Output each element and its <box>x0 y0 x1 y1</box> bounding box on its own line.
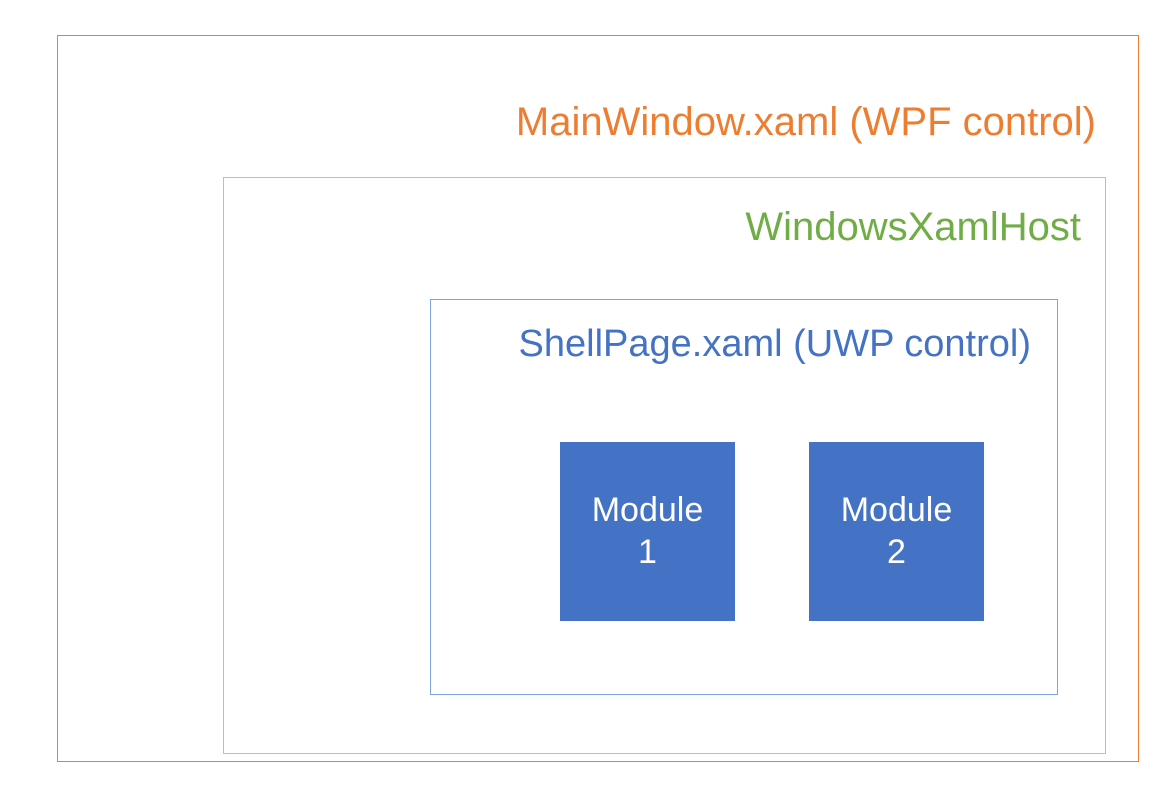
uwp-container-label: ShellPage.xaml (UWP control) <box>518 323 1031 365</box>
wpf-container: MainWindow.xaml (WPF control) WindowsXam… <box>57 35 1139 762</box>
wpf-container-label: MainWindow.xaml (WPF control) <box>515 100 1096 144</box>
windowsxamlhost-container: WindowsXamlHost ShellPage.xaml (UWP cont… <box>223 177 1106 754</box>
windowsxamlhost-container-label: WindowsXamlHost <box>745 205 1081 249</box>
